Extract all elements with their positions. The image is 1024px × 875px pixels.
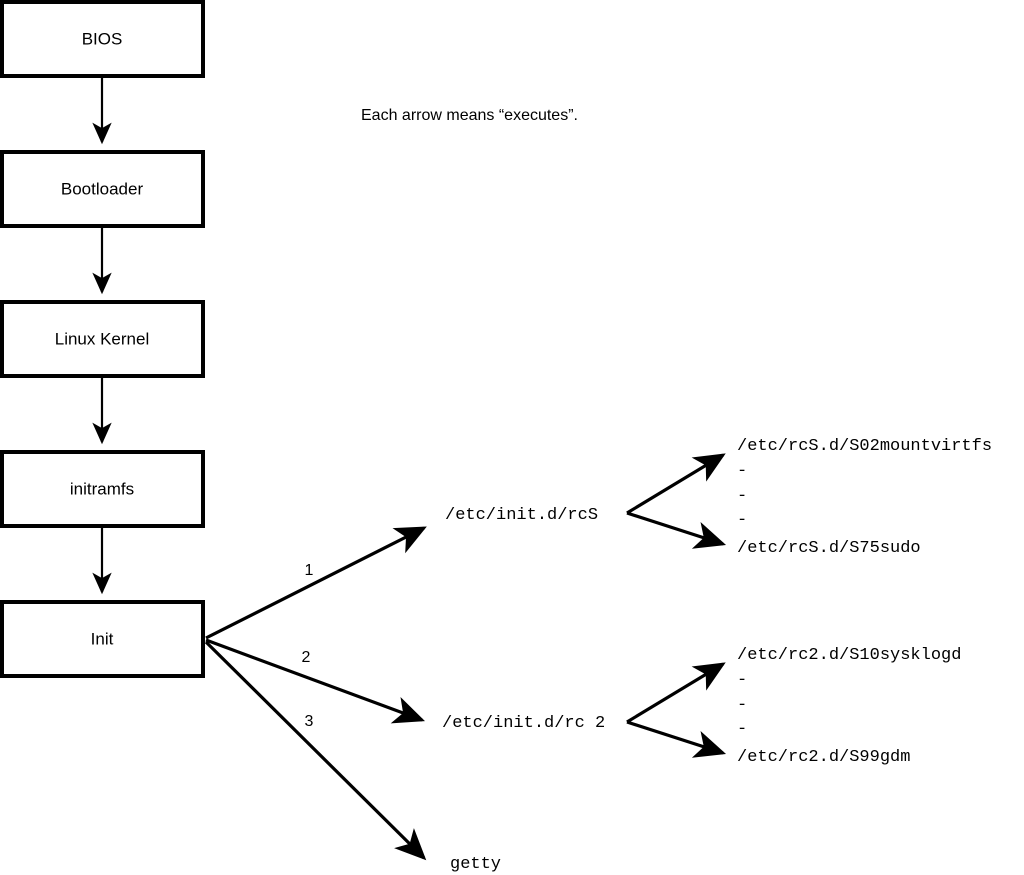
box-label-init: Init — [91, 629, 114, 648]
process-box-kernel: Linux Kernel — [0, 300, 205, 378]
rcs-script-first: /etc/rcS.d/S02mountvirtfs — [737, 437, 992, 456]
process-box-bios: BIOS — [0, 0, 205, 78]
box-rect-bootloader — [0, 150, 205, 228]
init-branch-2: 2 /etc/init.d/rc 2 — [205, 638, 605, 733]
rcs-script-last: /etc/rcS.d/S75sudo — [737, 539, 921, 558]
init-branch-3: 3 getty — [204, 640, 501, 874]
process-box-init: Init — [0, 600, 205, 678]
rc2-script-first: /etc/rc2.d/S10sysklogd — [737, 646, 961, 665]
branch-target-label-rc2: /etc/init.d/rc 2 — [442, 714, 605, 733]
branch-number-1: 1 — [305, 562, 314, 579]
branch-line-1 — [205, 526, 427, 640]
branch-target-label-getty: getty — [450, 855, 501, 874]
box-label-kernel: Linux Kernel — [55, 329, 150, 348]
branch-line-2 — [205, 638, 426, 724]
rcs-ellipsis-dash-1: - — [737, 462, 747, 481]
rc2-script-last: /etc/rc2.d/S99gdm — [737, 748, 910, 767]
rc2-fan-group: /etc/rc2.d/S10sysklogd - - - /etc/rc2.d/… — [626, 646, 961, 767]
branch-target-label-rcs: /etc/init.d/rcS — [445, 506, 598, 525]
box-rect-bios — [0, 0, 205, 78]
rcs-fan-line-top — [626, 453, 726, 515]
box-rect-init — [0, 600, 205, 678]
init-branch-1: 1 /etc/init.d/rcS — [205, 506, 598, 640]
branch-line-3 — [204, 640, 427, 861]
diagram-caption: Each arrow means “executes”. — [361, 107, 578, 124]
rc2-ellipsis-dash-3: - — [737, 720, 747, 739]
box-label-initramfs: initramfs — [70, 479, 134, 498]
rcs-ellipsis-dash-3: - — [737, 511, 747, 530]
rcs-fan-group: /etc/rcS.d/S02mountvirtfs - - - /etc/rcS… — [626, 437, 992, 558]
box-rect-initramfs — [0, 450, 205, 528]
box-label-bios: BIOS — [82, 29, 123, 48]
box-label-bootloader: Bootloader — [61, 179, 144, 198]
rc2-ellipsis-dash-2: - — [737, 696, 747, 715]
branch-number-3: 3 — [305, 713, 314, 730]
process-box-bootloader: Bootloader — [0, 150, 205, 228]
rc2-fan-line-top — [626, 662, 726, 724]
rcs-ellipsis-dash-2: - — [737, 487, 747, 506]
box-rect-kernel — [0, 300, 205, 378]
branch-number-2: 2 — [302, 649, 311, 666]
rc2-fan-line-bottom — [626, 720, 727, 758]
process-box-initramfs: initramfs — [0, 450, 205, 528]
rcs-fan-line-bottom — [626, 511, 727, 549]
rc2-ellipsis-dash-1: - — [737, 671, 747, 690]
